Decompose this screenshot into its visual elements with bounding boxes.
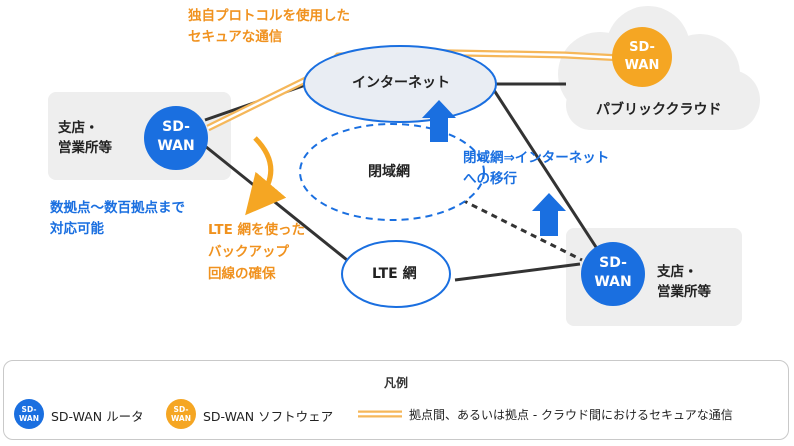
legend-software-icon: SD- WAN	[166, 399, 196, 429]
migration-arrow-top	[422, 100, 456, 142]
cloud-software-icon	[612, 27, 672, 87]
lte-backup-arrow	[245, 136, 287, 216]
router-left-label-2: WAN	[157, 138, 195, 154]
migration-annotation-2: への移行	[463, 171, 517, 187]
public-cloud-label: パブリッククラウド	[596, 102, 722, 118]
branch-right-line2: 営業所等	[657, 284, 711, 300]
internet-label: インターネット	[352, 75, 450, 91]
cloud-software-label-1: SD-	[629, 40, 655, 55]
lte-ellipse	[341, 240, 451, 308]
cloud-software-label-2: WAN	[624, 58, 660, 73]
router-right-label-2: WAN	[594, 274, 632, 290]
legend-router-label: SD-WAN ルータ	[51, 409, 144, 424]
lte-network-label: LTE 網	[372, 266, 417, 282]
protocol-annotation-1: 独自プロトコルを使用した	[188, 8, 350, 24]
legend-router-icon: SD- WAN	[14, 399, 44, 429]
legend-software-icon-label-2: WAN	[170, 414, 192, 423]
lte-backup-annotation-1: LTE 網を使った	[208, 222, 305, 238]
closed-network-ellipse	[299, 123, 485, 221]
router-right-label-1: SD-	[599, 255, 627, 271]
legend-software-label: SD-WAN ソフトウェア	[203, 409, 334, 424]
legend: 凡例 SD- WAN SD-WAN ルータ SD- WAN SD-WAN ソフト…	[3, 360, 789, 440]
migration-arrow-bottom	[532, 193, 566, 236]
router-left-icon	[144, 106, 208, 170]
line-internet-right	[488, 83, 609, 265]
closed-network-label: 閉域網	[368, 164, 410, 180]
router-left-label-1: SD-	[162, 119, 190, 135]
line-lte-right	[454, 262, 581, 282]
legend-router-icon-label-1: SD-	[21, 405, 37, 414]
scale-annotation-2: 対応可能	[50, 221, 104, 237]
router-right-icon	[581, 242, 645, 306]
internet-ellipse	[303, 45, 497, 123]
branch-left-line1: 支店・	[58, 120, 99, 136]
line-closed-right-dashed	[461, 198, 583, 262]
legend-tunnel-label: 拠点間、あるいは拠点 - クラウド間におけるセキュアな通信	[409, 408, 733, 422]
branch-right-line1: 支店・	[657, 264, 698, 280]
legend-software-icon-label-1: SD-	[173, 405, 189, 414]
lte-backup-annotation-3: 回線の確保	[208, 266, 276, 282]
branch-left-line2: 営業所等	[58, 140, 112, 156]
scale-annotation-1: 数拠点〜数百拠点まで	[50, 200, 185, 216]
legend-router-icon-label-2: WAN	[18, 414, 40, 423]
migration-annotation-1: 閉域網⇒インターネット	[463, 150, 610, 166]
legend-title: 凡例	[383, 376, 408, 390]
protocol-annotation-2: セキュアな通信	[188, 29, 283, 45]
lte-backup-annotation-2: バックアップ	[208, 244, 289, 260]
legend-tunnel-swatch	[358, 410, 402, 418]
